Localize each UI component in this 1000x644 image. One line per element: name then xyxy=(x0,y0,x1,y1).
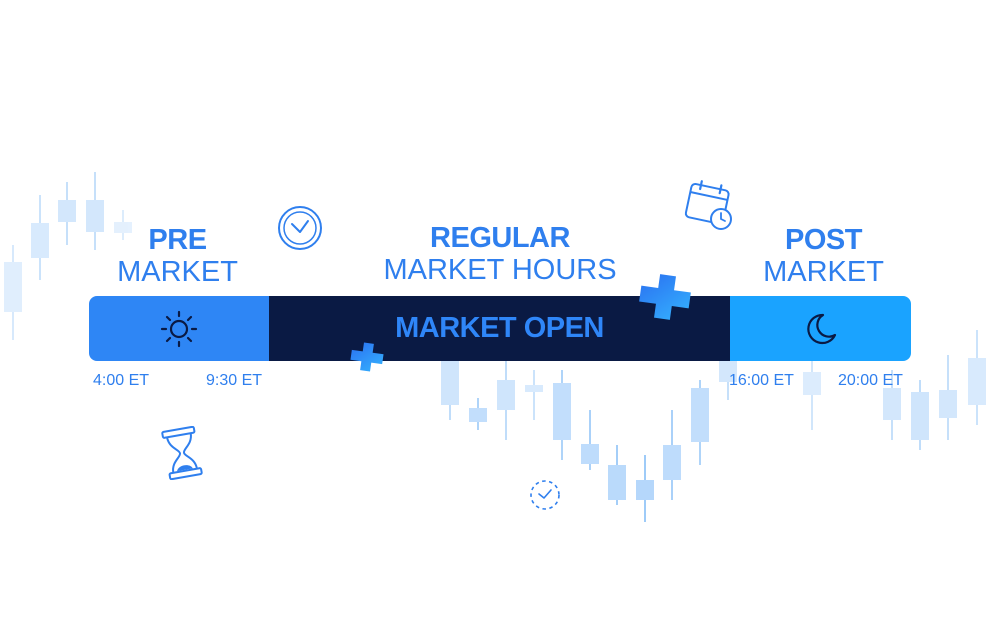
candlestick xyxy=(608,445,626,505)
market-open-label: MARKET OPEN xyxy=(395,312,604,344)
candlestick xyxy=(636,455,654,522)
calendar-clock-icon xyxy=(684,180,732,230)
time-label-regular-start: 9:30 ET xyxy=(206,372,263,389)
hourglass-icon xyxy=(161,426,203,480)
post-market-subtitle: MARKET xyxy=(763,256,884,288)
candlestick xyxy=(911,380,929,450)
regular-market-segment: MARKET OPEN xyxy=(269,296,730,361)
post-market-title: POST xyxy=(785,224,862,256)
candlestick xyxy=(114,210,132,240)
pre-market-heading: PRE MARKET xyxy=(100,226,255,287)
plus-icon xyxy=(350,342,384,372)
time-label-pre-start: 4:00 ET xyxy=(93,372,150,389)
pre-market-segment xyxy=(89,296,269,361)
candlestick xyxy=(31,195,49,280)
candlestick xyxy=(525,370,543,420)
candlestick xyxy=(883,370,901,440)
regular-market-heading: REGULAR MARKET HOURS xyxy=(370,224,630,285)
sun-icon xyxy=(160,310,198,347)
regular-market-subtitle: MARKET HOURS xyxy=(383,254,617,286)
candlestick xyxy=(691,380,709,465)
plus-icon xyxy=(639,274,691,320)
clock-icon xyxy=(278,206,322,250)
post-market-segment xyxy=(730,296,911,361)
pre-market-title: PRE xyxy=(148,224,207,256)
dashed-clock-icon xyxy=(530,480,560,510)
candlestick xyxy=(968,330,986,425)
time-label-post-end: 20:00 ET xyxy=(838,372,903,389)
candlestick xyxy=(803,355,821,430)
candlestick xyxy=(441,355,459,420)
pre-market-subtitle: MARKET xyxy=(117,256,238,288)
post-market-heading: POST MARKET xyxy=(746,226,901,287)
moon-icon xyxy=(806,313,836,344)
candlestick xyxy=(497,360,515,440)
candlestick xyxy=(553,370,571,460)
market-session-bar: MARKET OPEN xyxy=(89,296,911,361)
time-label-post-start: 16:00 ET xyxy=(729,372,794,389)
candlestick xyxy=(939,355,957,440)
candlestick xyxy=(4,245,22,340)
candlestick xyxy=(581,410,599,470)
regular-market-title: REGULAR xyxy=(430,222,570,254)
candlestick xyxy=(663,410,681,500)
candlestick xyxy=(58,182,76,245)
candlestick xyxy=(469,398,487,430)
candlestick xyxy=(86,172,104,250)
